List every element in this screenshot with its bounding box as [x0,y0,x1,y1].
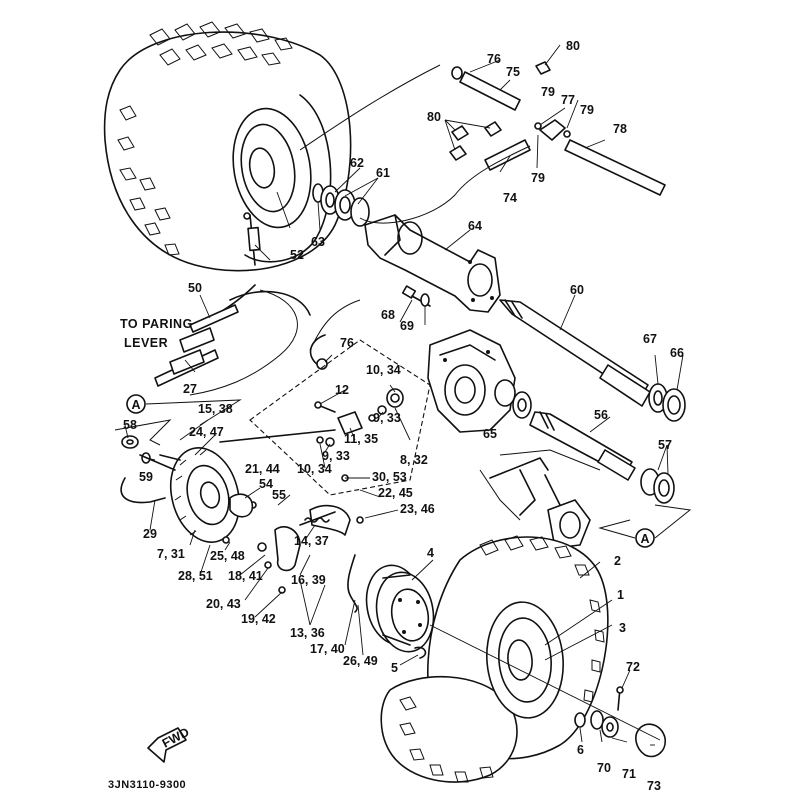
callout-50: 50 [188,281,202,295]
callout-78: 78 [613,122,627,136]
callout-79-a: 79 [541,85,555,99]
callout-71: 71 [622,767,636,781]
callout-55: 55 [272,488,286,502]
callout-25-48: 25, 48 [210,549,245,563]
callout-3: 3 [619,621,626,635]
paring-lever-note-line2: LEVER [124,336,168,350]
svg-text:FWD: FWD [160,725,192,751]
callout-1: 1 [617,588,624,602]
callout-8-32: 8, 32 [400,453,428,467]
callout-67: 67 [643,332,657,346]
callout-75: 75 [506,65,520,79]
callout-10-34-a: 10, 34 [366,363,401,377]
lower-right-tire [380,535,609,783]
callout-63: 63 [311,235,325,249]
callout-21-44: 21, 44 [245,462,280,476]
callout-77: 77 [561,93,575,107]
callout-20-43: 20, 43 [206,597,241,611]
callout-9-33-b: 9, 33 [322,449,350,463]
callout-69: 69 [400,319,414,333]
callout-4: 4 [427,546,434,560]
callout-23-46: 23, 46 [400,502,435,516]
callout-30-53: 30, 53 [372,470,407,484]
wheel-hardware [429,624,666,758]
parking-cable [154,284,311,387]
svg-text:A: A [131,398,140,412]
callout-61: 61 [376,166,390,180]
callout-52: 52 [290,248,304,262]
final-gear-case [427,329,532,433]
rear-axle-shaft [499,299,686,422]
callout-7-31: 7, 31 [157,547,185,561]
callout-28-51: 28, 51 [178,569,213,583]
callout-18-41: 18, 41 [228,569,263,583]
callout-12: 12 [335,383,349,397]
ref-marker-a-lower: A [479,449,692,548]
callout-13-36: 13, 36 [290,626,325,640]
part-callouts: 1 2 3 4 5 6 7, 31 8, 32 9, 33 9, 33 10, … [123,39,684,793]
paring-lever-note-line1: TO PARING [120,317,193,331]
brake-caliper [219,388,404,447]
callout-60: 60 [570,283,584,297]
ref-marker-a-upper: A [114,394,242,446]
axle-housing [364,214,501,313]
callout-10-34-b: 10, 34 [297,462,332,476]
callout-19-42: 19, 42 [241,612,276,626]
callout-17-40: 17, 40 [310,642,345,656]
callout-80-b: 80 [427,110,441,124]
callout-57: 57 [658,438,672,452]
callout-2: 2 [614,554,621,568]
callout-66: 66 [670,346,684,360]
housing-bolt [401,285,431,307]
drive-shaft [529,411,675,504]
callout-74: 74 [503,191,517,205]
caliper-detail-frame [249,339,431,496]
callout-73: 73 [647,779,661,793]
callout-68: 68 [381,308,395,322]
callout-80-a: 80 [566,39,580,53]
callout-79-b: 79 [580,103,594,117]
callout-79-c: 79 [531,171,545,185]
cotter-pin [414,646,427,659]
callout-6: 6 [577,743,584,757]
callout-62: 62 [350,156,364,170]
callout-29: 29 [143,527,157,541]
callout-59: 59 [139,470,153,484]
brake-drum [365,564,435,653]
brake-backing-plate [169,447,241,543]
leader-lines [124,44,684,746]
valve-stem [243,212,261,266]
callout-15-38: 15, 38 [198,402,233,416]
forward-arrow: FWD [147,725,192,763]
callout-58: 58 [123,418,137,432]
drawing-code: 3JN3110-9300 [108,779,186,791]
callout-14-37: 14, 37 [294,534,329,548]
callout-24-47: 24, 47 [189,425,224,439]
callout-16-39: 16, 39 [291,573,326,587]
callout-5: 5 [391,661,398,675]
brake-shoes [222,474,364,613]
axle-bearing-set [312,183,370,227]
callout-76-upper: 76 [487,52,501,66]
callout-64: 64 [468,219,482,233]
svg-text:A: A [640,532,649,546]
callout-56: 56 [594,408,608,422]
callout-27: 27 [183,382,197,396]
brake-hoses [449,61,666,196]
callout-76-lower: 76 [340,336,354,350]
callout-22-45: 22, 45 [378,486,413,500]
callout-26-49: 26, 49 [343,654,378,668]
upper-left-tire [103,21,352,272]
callout-72: 72 [626,660,640,674]
callout-11-35: 11, 35 [344,432,378,446]
callout-54: 54 [259,477,273,491]
callout-70: 70 [597,761,611,775]
callout-9-33-a: 9, 33 [373,411,401,425]
callout-65: 65 [483,427,497,441]
lower-hub-bracket [489,457,591,549]
